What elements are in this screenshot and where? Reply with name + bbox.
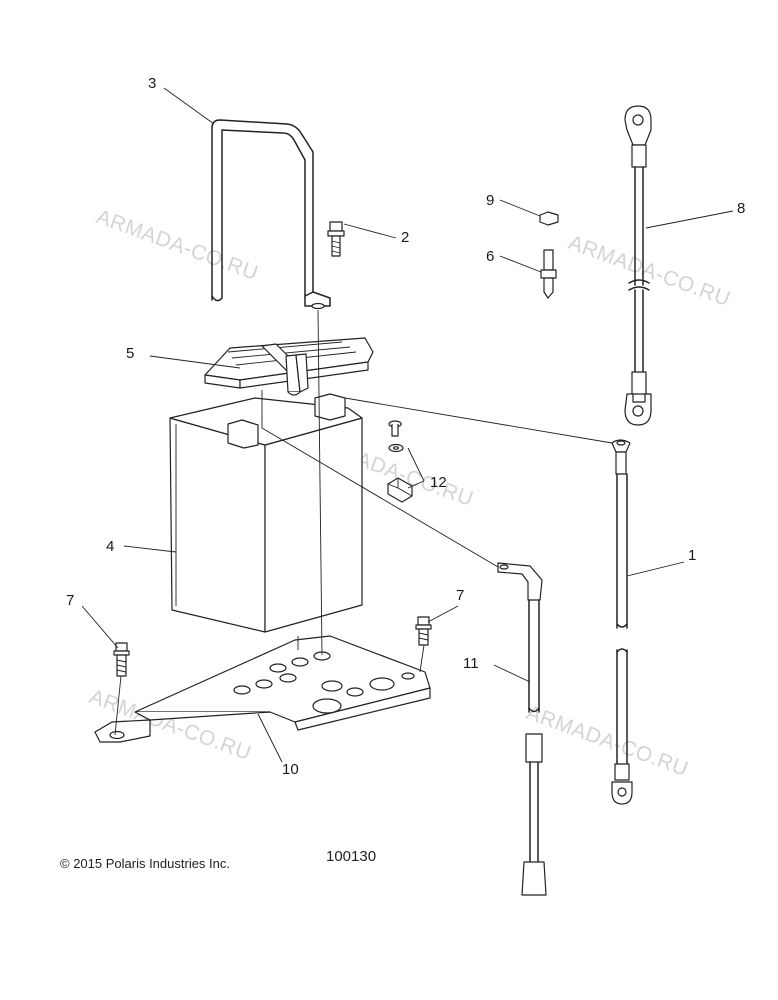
callout-8: 8 <box>737 200 745 217</box>
part-8-cable <box>624 105 652 426</box>
callout-2: 2 <box>401 229 409 246</box>
watermark-1: ARMADA-CO.RU <box>93 205 261 285</box>
callout-10: 10 <box>282 761 299 778</box>
callout-1: 1 <box>688 547 696 564</box>
part-7-bolt-left <box>113 642 130 677</box>
part-4-battery <box>169 393 363 633</box>
assembly-lines <box>114 309 613 736</box>
callout-7-right: 7 <box>456 587 464 604</box>
part-11-cable <box>497 562 547 896</box>
callout-5: 5 <box>126 345 134 362</box>
part-2-bolt <box>327 221 345 257</box>
watermark-5: ARMADA-CO.RU <box>523 701 691 781</box>
callout-4: 4 <box>106 538 114 555</box>
part-9-nut <box>539 211 559 226</box>
part-10-battery-tray <box>94 635 431 743</box>
callout-7-left: 7 <box>66 592 74 609</box>
figure-number: 100130 <box>326 848 376 865</box>
callout-6: 6 <box>486 248 494 265</box>
part-5-top-pad <box>204 337 374 396</box>
part-6-terminal-bolt <box>540 249 557 299</box>
callout-12: 12 <box>430 474 447 491</box>
part-12-hardware <box>387 420 413 503</box>
copyright-text: © 2015 Polaris Industries Inc. <box>60 856 230 871</box>
leader-lines <box>81 87 734 763</box>
watermark-2: ARMADA-CO.RU <box>565 231 733 311</box>
callout-9: 9 <box>486 192 494 209</box>
part-1-cable <box>611 439 633 805</box>
callout-3: 3 <box>148 75 156 92</box>
part-7-bolt-right <box>415 616 432 646</box>
callout-11: 11 <box>463 655 479 672</box>
callout-labels: 3 2 5 4 7 7 10 11 1 8 9 6 12 <box>66 75 745 778</box>
part-3-hold-down-strap <box>211 119 331 310</box>
